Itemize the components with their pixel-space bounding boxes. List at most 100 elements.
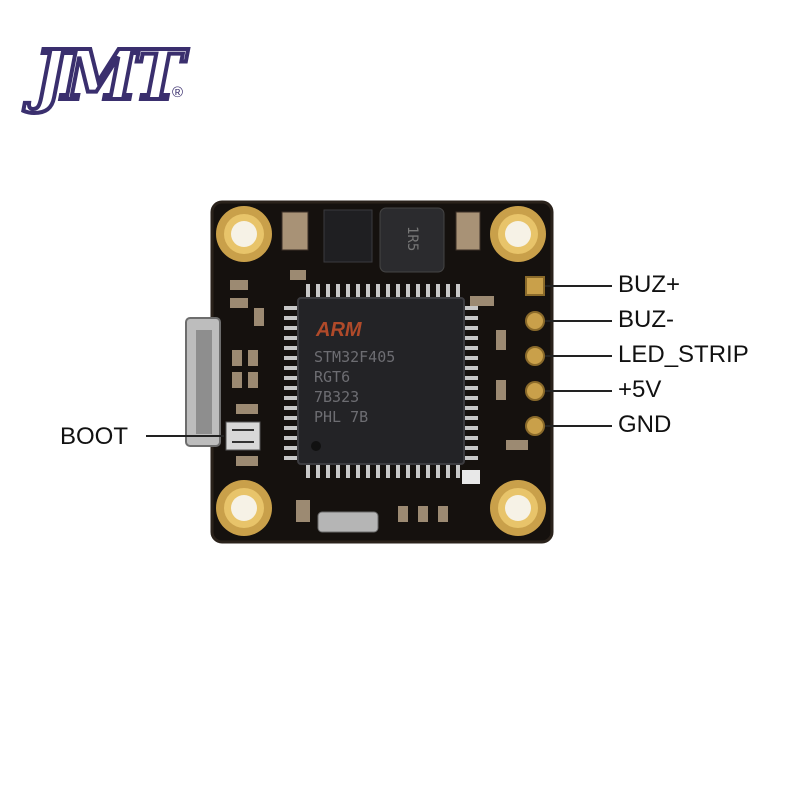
mcu-pin — [284, 306, 298, 310]
mcu-pin — [346, 464, 350, 478]
mcu-pin — [284, 386, 298, 390]
mcu-pin — [386, 284, 390, 298]
regulator-chip — [323, 209, 373, 263]
mcu-pin — [316, 284, 320, 298]
mcu-pin — [284, 406, 298, 410]
mcu-pin — [376, 284, 380, 298]
mcu-pin — [284, 316, 298, 320]
mounting-hole-bottom-left — [216, 480, 272, 536]
mcu-pin — [396, 284, 400, 298]
mcu-pin — [336, 464, 340, 478]
boot-button — [225, 421, 261, 451]
mcu-pins — [284, 284, 478, 478]
mcu-pin — [464, 316, 478, 320]
mcu-pin — [464, 306, 478, 310]
mcu-pin — [464, 406, 478, 410]
mcu-chip — [297, 297, 465, 465]
pin-label-5v: +5V — [618, 376, 662, 403]
mcu-pin — [284, 346, 298, 350]
mcu-pin — [284, 396, 298, 400]
mcu-line-1: STM32F405 — [314, 348, 395, 366]
pin-pads — [525, 276, 545, 436]
pin-pad-0 — [525, 276, 545, 296]
mcu-pin — [336, 284, 340, 298]
mcu-pin — [406, 464, 410, 478]
mcu-pin1-dot — [311, 441, 321, 451]
pin-pad-4 — [525, 416, 545, 436]
mcu-pin — [464, 456, 478, 460]
mcu-pin — [464, 376, 478, 380]
mcu-pin — [366, 464, 370, 478]
callout-lines — [545, 285, 612, 427]
crystal-oscillator — [317, 511, 379, 533]
mcu-pin — [326, 284, 330, 298]
mcu-pin — [284, 436, 298, 440]
mcu-pin — [416, 284, 420, 298]
mcu-pin — [284, 426, 298, 430]
mcu-pin — [464, 386, 478, 390]
mcu-brand: ARM — [315, 319, 363, 341]
mcu-pin — [464, 356, 478, 360]
mcu-pin — [426, 464, 430, 478]
pin-label-gnd: GND — [618, 411, 672, 438]
capacitor-top-left — [281, 211, 309, 251]
mcu-pin — [464, 426, 478, 430]
mcu-pin — [416, 464, 420, 478]
mcu-pin — [426, 284, 430, 298]
mcu-pin — [306, 464, 310, 478]
mounting-hole-top-right — [490, 206, 546, 262]
mcu-pin — [284, 376, 298, 380]
mcu-pin — [356, 464, 360, 478]
mcu-pin — [464, 446, 478, 450]
mcu-pin — [284, 366, 298, 370]
pin-label-buz-plus: BUZ+ — [618, 271, 681, 298]
mcu-line-2: RGT6 — [314, 368, 350, 386]
mcu-pin — [436, 464, 440, 478]
mcu-pin — [306, 284, 310, 298]
mcu-pin — [464, 366, 478, 370]
capacitor-top-right — [455, 211, 481, 251]
pin-pad-1 — [525, 311, 545, 331]
mcu-pin — [284, 446, 298, 450]
pin-pad-2 — [525, 346, 545, 366]
mcu-pin — [356, 284, 360, 298]
mcu-line-3: 7B323 — [314, 388, 359, 406]
mcu-pin — [326, 464, 330, 478]
mcu-pin — [436, 284, 440, 298]
mcu-pin — [464, 396, 478, 400]
mcu-pin — [376, 464, 380, 478]
mcu-pin — [386, 464, 390, 478]
mcu-pin — [464, 416, 478, 420]
mcu-pin — [396, 464, 400, 478]
mcu-line-4: PHL 7B — [314, 408, 368, 426]
registered-mark: ® — [172, 84, 184, 101]
mcu-pin — [284, 336, 298, 340]
logo-text: JMT — [32, 34, 186, 118]
mcu-pin — [464, 436, 478, 440]
mcu-pin — [284, 416, 298, 420]
mcu-pin — [284, 356, 298, 360]
mcu-pin — [406, 284, 410, 298]
pin-label-buz-minus: BUZ- — [618, 306, 674, 333]
mcu-pin — [284, 456, 298, 460]
mcu-pin — [346, 284, 350, 298]
mcu-pin — [464, 326, 478, 330]
pin-pad-3 — [525, 381, 545, 401]
mcu-pin — [446, 284, 450, 298]
mounting-hole-top-left — [216, 206, 272, 262]
mcu-pin — [464, 336, 478, 340]
pin-label-led-strip: LED_STRIP — [618, 341, 749, 368]
mcu-pin — [284, 326, 298, 330]
power-inductor — [379, 207, 445, 273]
mounting-hole-bottom-right — [490, 480, 546, 536]
mcu-pin — [456, 464, 460, 478]
mcu-pin — [446, 464, 450, 478]
usb-connector-shell — [196, 330, 212, 434]
mcu-pin — [316, 464, 320, 478]
mcu-pin — [456, 284, 460, 298]
mcu-pin — [366, 284, 370, 298]
smd-components — [230, 270, 528, 522]
mcu-pin — [464, 346, 478, 350]
boot-label: BOOT — [60, 423, 129, 450]
